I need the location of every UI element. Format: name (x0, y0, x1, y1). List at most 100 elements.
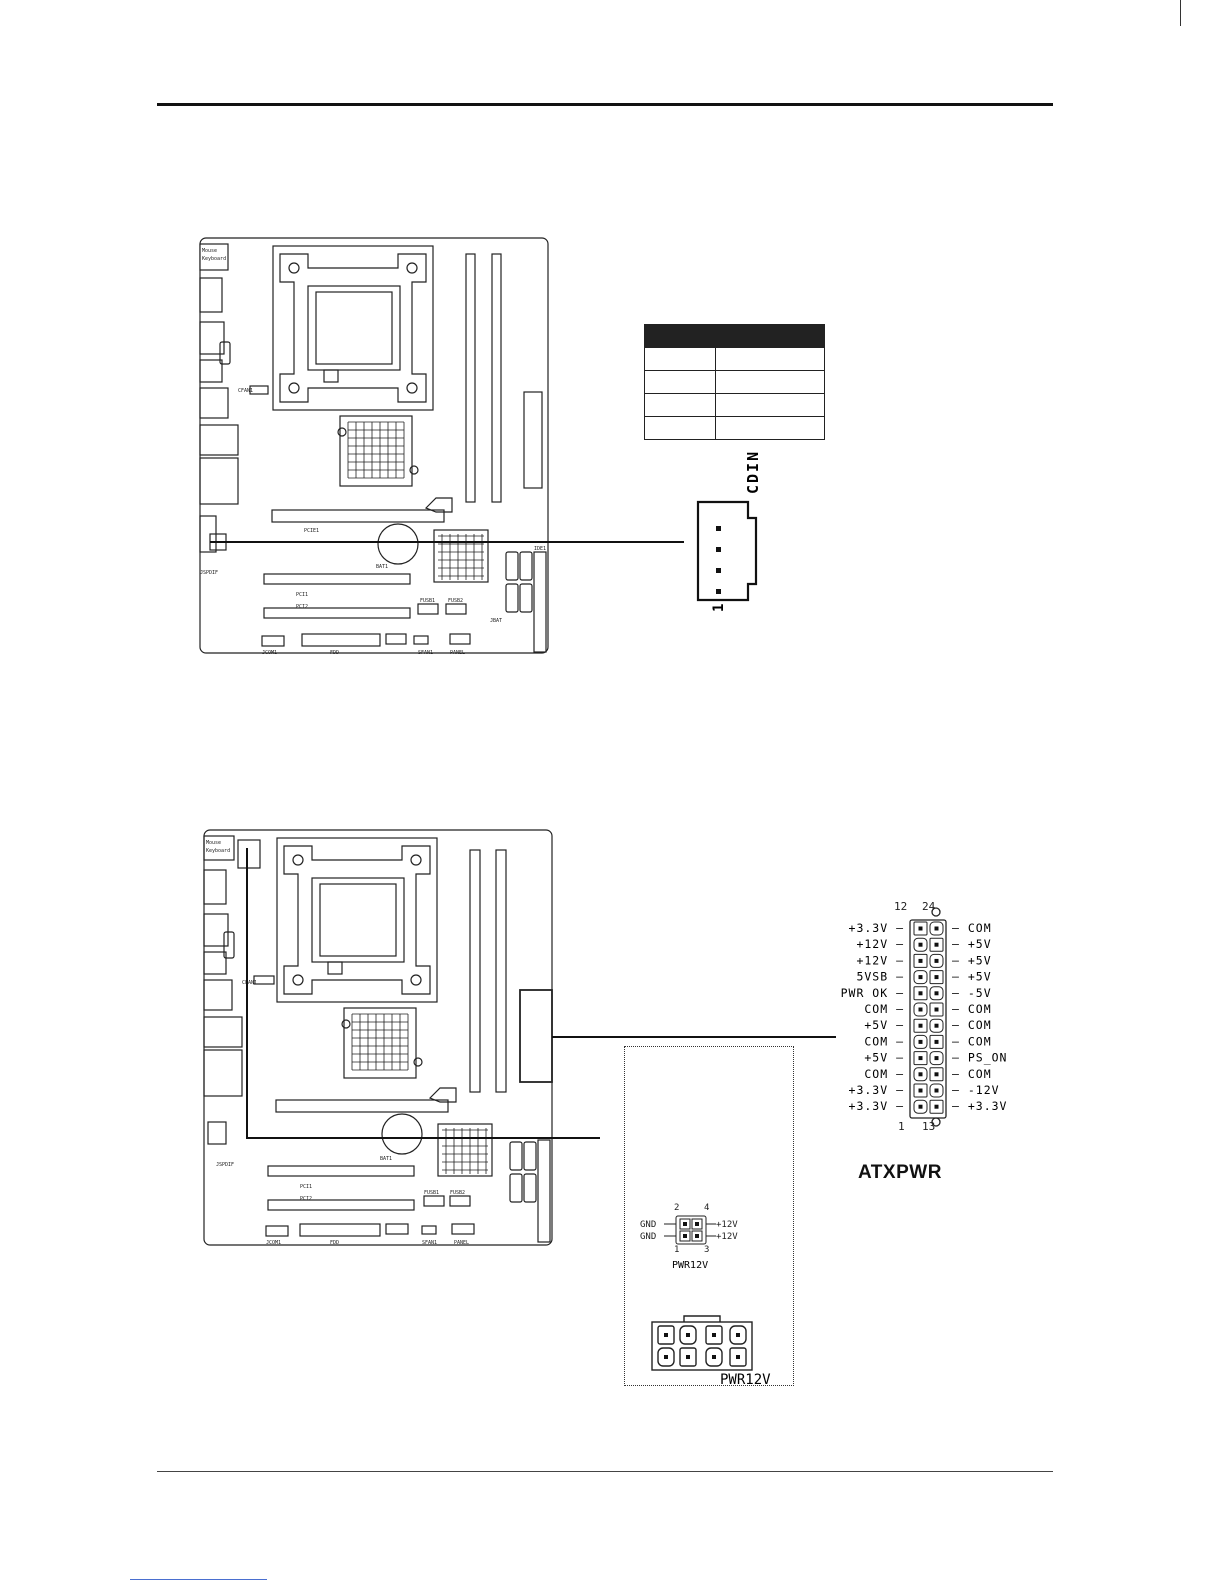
atx-pin-dot (918, 991, 923, 996)
cdin-pin (716, 589, 721, 594)
atx-left-pin: +3.3V – (849, 1099, 904, 1113)
table-row (644, 416, 825, 440)
table-row (644, 347, 825, 371)
pwr12v-right-pin: +12V (716, 1232, 738, 1242)
atx-pin-dot (918, 958, 923, 963)
atx-right-pin: – +5V (952, 953, 992, 967)
atx-right-pin: – COM (952, 1034, 992, 1048)
atx-pin-dot (918, 1088, 923, 1093)
pwr12v-box (624, 1046, 794, 1386)
atx-right-pin: – +5V (952, 970, 992, 984)
atx-pin-dot (934, 991, 939, 996)
fusb1-label: FUSB1 (420, 598, 435, 604)
cdin-label: CDIN (744, 450, 762, 494)
com-label: JCOM1 (266, 1240, 281, 1246)
atx-left-pin: 5VSB – (856, 970, 904, 984)
atx-left-pin: +5V – (864, 1051, 904, 1065)
page-corner-mark (1180, 0, 1181, 26)
keyboard-label: Keyboard (206, 848, 230, 854)
pwr12v-pin-num: 3 (704, 1245, 709, 1255)
atx-left-pin: COM – (864, 1002, 904, 1016)
pwr12v-label-large: PWR12V (720, 1372, 771, 1386)
fusb2-label: FUSB2 (448, 598, 463, 604)
mouse-label: Mouse (202, 248, 217, 254)
footnote-link-line (130, 1579, 267, 1580)
pci1-label: PCI1 (300, 1184, 312, 1190)
bat-label: BAT1 (380, 1156, 392, 1162)
pwr12v-label: PWR12V (672, 1260, 708, 1271)
atx-pin-dot (934, 1056, 939, 1061)
atxpwr-connector-diagram: 12 24 1 13 +3.3V –+12V –+12V –5VSB –PWR … (841, 900, 1007, 1132)
atx-pin-num-12: 12 (894, 900, 907, 913)
atx-pin-dot (934, 1104, 939, 1109)
atx-pin-dot (934, 1007, 939, 1012)
atx-right-pin: – PS_ON (952, 1051, 1007, 1065)
spdif-label: JSPDIF (200, 570, 218, 576)
atx-pin-dot (918, 975, 923, 980)
atx-right-pin-labels: – COM – +5V – +5V – +5V – -5V – COM – COM – COM… (952, 921, 1007, 1113)
atx-pin-dot (934, 1088, 939, 1093)
panel-label: PANEL (454, 1240, 469, 1246)
atx-right-pin: – +3.3V (952, 1099, 1007, 1113)
jbat-label: JBAT (490, 618, 502, 624)
atx-left-pin: COM – (864, 1034, 904, 1048)
cdin-pin (716, 547, 721, 552)
bat-label: BAT1 (376, 564, 388, 570)
footer-rule (157, 1471, 1053, 1472)
pwr12v-left-pin: GND (640, 1220, 656, 1230)
fusb2-label: FUSB2 (450, 1190, 465, 1196)
atx-pin-cells (913, 921, 944, 1114)
header-rule (157, 103, 1053, 106)
table-row (644, 370, 825, 394)
atx-pin-dot (918, 1072, 923, 1077)
fdd-label: FDD (330, 1240, 339, 1246)
atx-pin-dot (934, 926, 939, 931)
atx-pin-dot (934, 1023, 939, 1028)
pci2-label: PCI2 (300, 1196, 312, 1202)
mouse-label: Mouse (206, 840, 221, 846)
atx-left-pin-labels: +3.3V –+12V –+12V –5VSB –PWR OK –COM –+5… (841, 921, 904, 1113)
atx-right-pin: – -5V (952, 986, 992, 1000)
motherboard-diagram-atxpwr: Mouse Keyboard JSPDIF BAT1 PCI1 PCI2 FUS… (203, 829, 553, 1246)
atx-right-pin: – -12V (952, 1083, 1000, 1097)
pwr12v-pointer-line (246, 1137, 600, 1139)
keyboard-label: Keyboard (202, 256, 226, 262)
sfan-label: SFAN1 (422, 1240, 437, 1246)
atx-pin-dot (918, 1104, 923, 1109)
ide-label: IDE1 (534, 546, 546, 552)
atx-left-pin: +3.3V – (849, 921, 904, 935)
atx-left-pin: COM – (864, 1067, 904, 1081)
cfan-label: CFAN1 (242, 980, 257, 986)
atxpwr-pointer-line (552, 1036, 836, 1038)
pwr12v-pointer-line-vertical (246, 848, 248, 1138)
atx-pin-dot (918, 1007, 923, 1012)
cdin-pointer-line (210, 541, 684, 543)
atx-right-pin: – +5V (952, 937, 992, 951)
pwr12v-right-pin: +12V (716, 1220, 738, 1230)
com-label: JCOM1 (262, 650, 277, 656)
atx-pin-num-13: 13 (922, 1120, 935, 1132)
atx-pin-dot (918, 942, 923, 947)
atx-right-pin: – COM (952, 1002, 992, 1016)
pwr12v-left-pin: GND (640, 1232, 656, 1242)
atx-pin-dot (934, 1072, 939, 1077)
atx-left-pin: +3.3V – (849, 1083, 904, 1097)
table-row (644, 393, 825, 417)
pwr12v-connector-small: 2 4 1 3 GND GND +12V +12V PWR12V (640, 1203, 738, 1271)
atx-left-pin: +5V – (864, 1018, 904, 1032)
atx-pin-dot (934, 942, 939, 947)
atx-right-pin: – COM (952, 1067, 992, 1081)
pwr12v-pin-num: 4 (704, 1203, 709, 1213)
atx-pin-dot (934, 1039, 939, 1044)
cfan-label: CFAN1 (238, 388, 253, 394)
pci2-label: PCI2 (296, 604, 308, 610)
atx-pin-dot (918, 1039, 923, 1044)
pwr12v-pin-num: 1 (674, 1245, 679, 1255)
atx-right-pin: – COM (952, 921, 992, 935)
fusb1-label: FUSB1 (424, 1190, 439, 1196)
pwr12v-pin-num: 2 (674, 1203, 679, 1213)
cdin-connector-diagram: CDIN 1 (696, 450, 762, 612)
fdd-label: FDD (330, 650, 339, 656)
panel-label: PANEL (450, 650, 465, 656)
cdin-pin1-label: 1 (711, 604, 727, 612)
